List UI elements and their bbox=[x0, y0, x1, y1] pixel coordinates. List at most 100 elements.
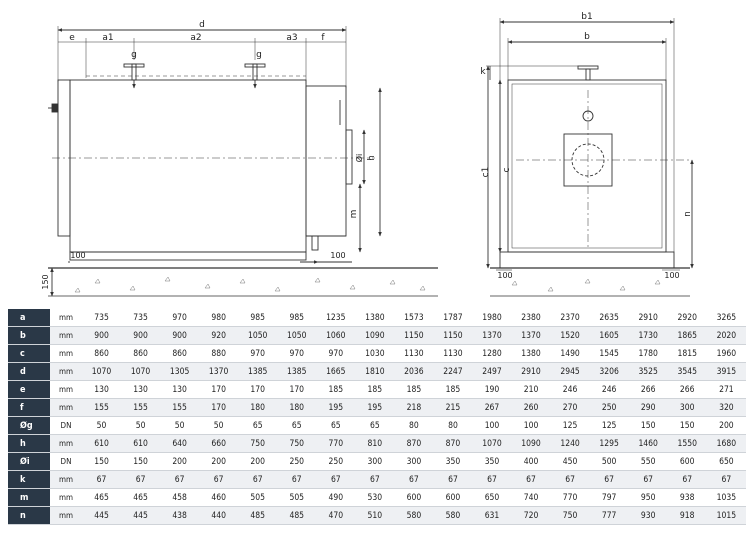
table-cell: 67 bbox=[433, 470, 473, 489]
row-label: e bbox=[8, 380, 50, 399]
row-label: k bbox=[8, 470, 50, 489]
label-d: d bbox=[199, 20, 205, 30]
table-cell: 2370 bbox=[550, 309, 590, 327]
table-cell: 740 bbox=[511, 488, 551, 507]
table-cell: 1150 bbox=[394, 326, 434, 345]
table-cell: 200 bbox=[199, 452, 239, 471]
table-cell: 860 bbox=[82, 344, 122, 363]
row-unit: mm bbox=[50, 470, 82, 489]
row-unit: mm bbox=[50, 506, 82, 525]
row-label: c bbox=[8, 344, 50, 363]
table-cell: 67 bbox=[316, 470, 356, 489]
table-cell: 125 bbox=[589, 416, 629, 435]
table-cell: 250 bbox=[589, 398, 629, 417]
table-cell: 65 bbox=[316, 416, 356, 435]
table-cell: 505 bbox=[277, 488, 317, 507]
table-cell: 260 bbox=[511, 398, 551, 417]
table-cell: 300 bbox=[355, 452, 395, 471]
table-cell: 155 bbox=[82, 398, 122, 417]
table-cell: 1035 bbox=[706, 488, 746, 507]
table-cell: 3915 bbox=[706, 362, 746, 381]
technical-drawing: d e a1 a2 a3 f g g h Øi m 100 100 150 bbox=[41, 12, 694, 297]
table-cell: 1130 bbox=[394, 344, 434, 363]
table-cell: 150 bbox=[121, 452, 161, 471]
table-cell: 650 bbox=[706, 452, 746, 471]
label-e: e bbox=[69, 33, 75, 43]
table-cell: 750 bbox=[238, 434, 278, 453]
table-cell: 750 bbox=[550, 506, 590, 525]
table-cell: 1680 bbox=[706, 434, 746, 453]
table-cell: 777 bbox=[589, 506, 629, 525]
table-cell: 1980 bbox=[472, 309, 512, 327]
table-cell: 458 bbox=[160, 488, 200, 507]
label-a1: a1 bbox=[102, 33, 113, 43]
table-cell: 1815 bbox=[667, 344, 707, 363]
table-cell: 1240 bbox=[550, 434, 590, 453]
table-cell: 938 bbox=[667, 488, 707, 507]
table-cell: 720 bbox=[511, 506, 551, 525]
table-cell: 580 bbox=[394, 506, 434, 525]
table-cell: 1380 bbox=[511, 344, 551, 363]
table-cell: 150 bbox=[82, 452, 122, 471]
table-cell: 266 bbox=[628, 380, 668, 399]
table-cell: 215 bbox=[433, 398, 473, 417]
table-cell: 1550 bbox=[667, 434, 707, 453]
table-cell: 2910 bbox=[511, 362, 551, 381]
table-cell: 3206 bbox=[589, 362, 629, 381]
table-cell: 485 bbox=[277, 506, 317, 525]
table-cell: 600 bbox=[433, 488, 473, 507]
table-cell: 67 bbox=[238, 470, 278, 489]
table-cell: 860 bbox=[160, 344, 200, 363]
table-cell: 50 bbox=[199, 416, 239, 435]
table-cell: 530 bbox=[355, 488, 395, 507]
label-h: h bbox=[367, 155, 377, 161]
table-cell: 300 bbox=[394, 452, 434, 471]
table-cell: 770 bbox=[316, 434, 356, 453]
table-cell: 1520 bbox=[550, 326, 590, 345]
table-cell: 266 bbox=[667, 380, 707, 399]
label-100-left: 100 bbox=[70, 251, 85, 260]
row-unit: mm bbox=[50, 344, 82, 363]
table-cell: 1865 bbox=[667, 326, 707, 345]
table-cell: 2036 bbox=[394, 362, 434, 381]
table-cell: 1050 bbox=[238, 326, 278, 345]
table-cell: 65 bbox=[277, 416, 317, 435]
table-cell: 1070 bbox=[121, 362, 161, 381]
row-unit: mm bbox=[50, 398, 82, 417]
table-cell: 470 bbox=[316, 506, 356, 525]
table-cell: 218 bbox=[394, 398, 434, 417]
table-cell: 2910 bbox=[628, 309, 668, 327]
table-cell: 1090 bbox=[511, 434, 551, 453]
table-cell: 195 bbox=[316, 398, 356, 417]
table-cell: 155 bbox=[160, 398, 200, 417]
table-cell: 170 bbox=[277, 380, 317, 399]
table-cell: 1573 bbox=[394, 309, 434, 327]
side-view-labels: d e a1 a2 a3 f g g h Øi m 100 100 150 bbox=[41, 20, 377, 290]
table-cell: 246 bbox=[550, 380, 590, 399]
table-cell: 195 bbox=[355, 398, 395, 417]
row-unit: mm bbox=[50, 309, 82, 327]
table-cell: 1370 bbox=[472, 326, 512, 345]
row-label: h bbox=[8, 434, 50, 453]
table-cell: 67 bbox=[199, 470, 239, 489]
table-cell: 631 bbox=[472, 506, 512, 525]
table-cell: 970 bbox=[238, 344, 278, 363]
table-cell: 67 bbox=[511, 470, 551, 489]
table-cell: 1090 bbox=[355, 326, 395, 345]
table-cell: 67 bbox=[589, 470, 629, 489]
table-cell: 1280 bbox=[472, 344, 512, 363]
row-unit: mm bbox=[50, 434, 82, 453]
table-cell: 1295 bbox=[589, 434, 629, 453]
label-b1: b1 bbox=[581, 12, 592, 22]
table-cell: 2247 bbox=[433, 362, 473, 381]
table-cell: 67 bbox=[628, 470, 668, 489]
table-cell: 67 bbox=[667, 470, 707, 489]
table-cell: 67 bbox=[472, 470, 512, 489]
table-cell: 190 bbox=[472, 380, 512, 399]
label-b: b bbox=[584, 32, 590, 42]
